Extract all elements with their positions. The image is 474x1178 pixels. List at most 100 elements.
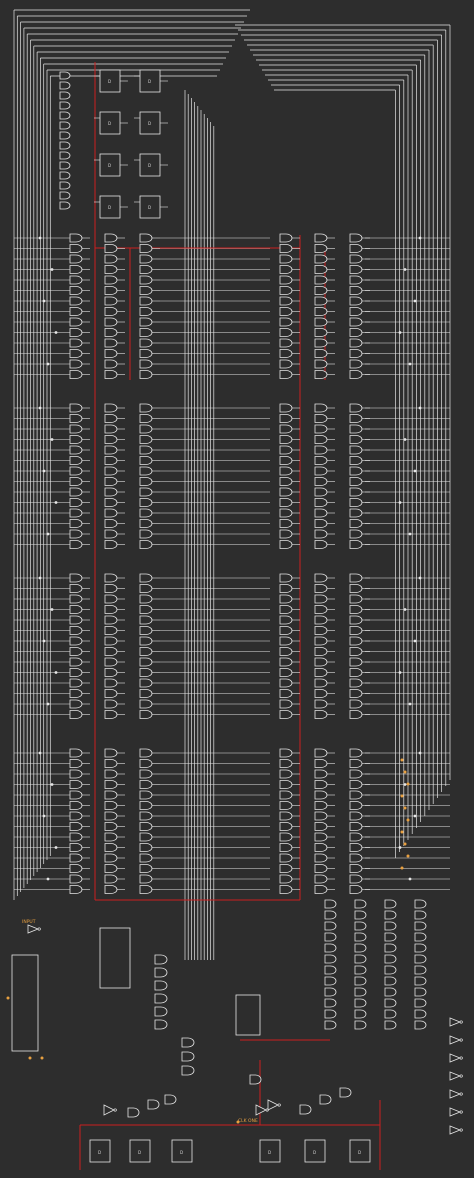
- and-gate: [104, 626, 118, 635]
- wire-junction: [38, 236, 42, 240]
- and-gate: [384, 954, 397, 964]
- and-gate: [104, 594, 118, 604]
- and-gate: [314, 466, 328, 476]
- and-gate: [139, 811, 153, 821]
- and-gate: [69, 477, 83, 486]
- and-gate: [299, 1104, 312, 1115]
- output-pin: [400, 866, 404, 870]
- and-gate: [349, 349, 363, 358]
- input-register-chip: [11, 954, 39, 1052]
- and-gate: [69, 636, 83, 646]
- and-gate: [314, 328, 328, 337]
- and-gate: [314, 801, 328, 810]
- and-gate: [349, 584, 363, 593]
- and-gate: [314, 710, 328, 719]
- and-gate: [104, 769, 118, 779]
- and-gate: [384, 921, 397, 931]
- and-gate: [314, 275, 328, 285]
- wire-junction: [54, 331, 58, 334]
- and-gate: [349, 445, 363, 455]
- output-buffer: [449, 1107, 462, 1117]
- output-pin: [403, 806, 407, 810]
- and-gate: [279, 668, 293, 677]
- and-gate: [104, 636, 118, 646]
- io-pin: [236, 1120, 240, 1124]
- and-gate: [69, 759, 83, 768]
- and-gate: [414, 976, 427, 986]
- and-gate: [104, 811, 118, 821]
- and-gate: [314, 626, 328, 635]
- and-gate: [104, 822, 118, 831]
- and-gate: [69, 864, 83, 873]
- and-gate: [104, 414, 118, 423]
- and-gate: [384, 976, 397, 986]
- and-gate: [104, 843, 118, 852]
- and-gate: [279, 296, 293, 306]
- and-gate: [314, 529, 328, 539]
- and-gate: [349, 636, 363, 646]
- and-gate: [314, 540, 328, 549]
- and-gate: [104, 244, 118, 253]
- and-gate: [127, 1107, 140, 1118]
- and-gate: [349, 594, 363, 604]
- and-gate: [279, 487, 293, 497]
- and-gate: [69, 498, 83, 507]
- dff-latch-letter: D: [138, 1150, 141, 1155]
- and-gate: [139, 885, 153, 894]
- and-gate: [104, 317, 118, 327]
- wire-junction: [418, 236, 422, 240]
- not-gate-bubble: [459, 1020, 463, 1024]
- and-gate: [314, 699, 328, 709]
- dff-latch: [129, 1139, 151, 1163]
- and-gate: [384, 965, 397, 975]
- and-gate: [384, 910, 397, 920]
- and-gate: [349, 864, 363, 873]
- and-gate: [139, 626, 153, 635]
- and-gate: [354, 943, 367, 953]
- output-pin: [406, 782, 410, 786]
- and-gate: [104, 265, 118, 274]
- and-gate: [139, 615, 153, 625]
- and-gate: [314, 456, 328, 465]
- and-gate: [69, 435, 83, 444]
- wire-junction: [403, 783, 407, 786]
- bank-mid2-left: [69, 573, 160, 719]
- and-gate: [414, 954, 427, 964]
- and-gate: [349, 874, 363, 884]
- bank-mid1-right: [279, 403, 370, 549]
- and-gate: [314, 254, 328, 264]
- and-gate: [314, 435, 328, 444]
- and-gate: [324, 899, 337, 909]
- and-gate: [104, 864, 118, 873]
- and-gate: [139, 477, 153, 486]
- and-gate: [139, 636, 153, 646]
- and-gate: [279, 573, 293, 583]
- and-gate: [279, 477, 293, 486]
- and-gate: [349, 668, 363, 677]
- and-gate: [314, 424, 328, 434]
- io-pin: [40, 1056, 44, 1060]
- dff-latch-letter: D: [148, 205, 151, 210]
- and-gate: [59, 151, 71, 160]
- and-gate: [59, 101, 71, 110]
- and-gate: [59, 111, 71, 120]
- and-gate: [139, 370, 153, 379]
- and-gate: [314, 843, 328, 852]
- and-gate: [139, 414, 153, 423]
- and-gate: [314, 822, 328, 831]
- wire-junction: [46, 532, 50, 536]
- and-gate: [139, 233, 153, 243]
- wire-junction: [408, 702, 412, 706]
- and-gate: [314, 657, 328, 667]
- and-gate: [314, 244, 328, 253]
- wire-junction: [418, 406, 422, 410]
- and-gate: [69, 529, 83, 539]
- and-gate: [279, 317, 293, 327]
- and-gate: [69, 874, 83, 884]
- dff-latch: [89, 1139, 111, 1163]
- dff-latch-letter: D: [148, 163, 151, 168]
- and-gate: [139, 317, 153, 327]
- and-gate: [324, 932, 337, 942]
- and-gate: [414, 1009, 427, 1019]
